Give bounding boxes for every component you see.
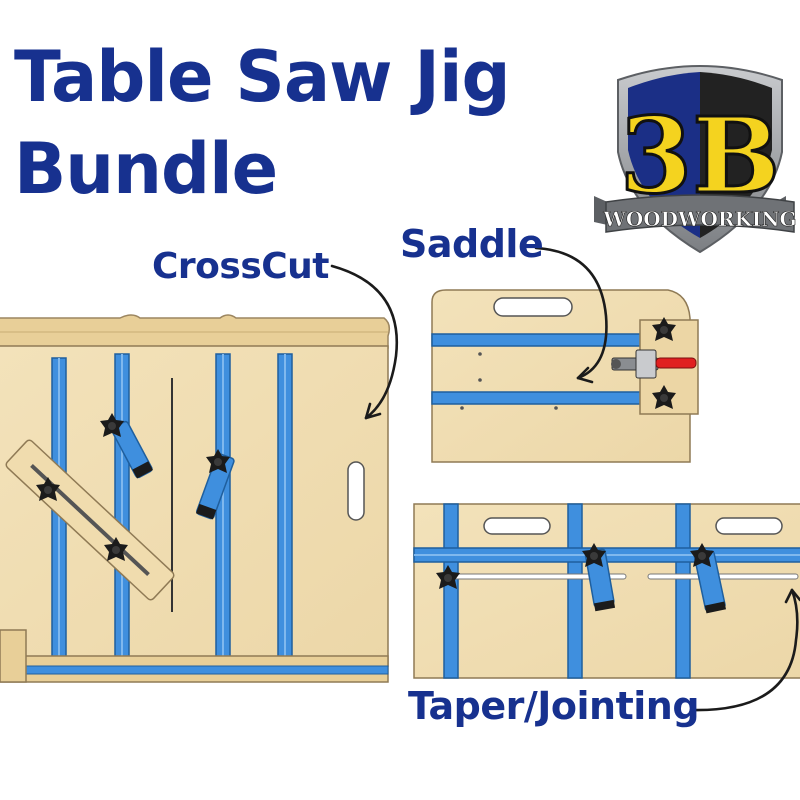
arrow-icon: [534, 246, 608, 380]
arrow-icon: [690, 588, 799, 712]
arrows: [330, 246, 800, 712]
crosscut-stop-block: [0, 629, 27, 683]
saddle-base: [431, 289, 691, 463]
label-taper-jointing: Taper/Jointing: [408, 684, 700, 728]
taper-jig: [413, 503, 800, 679]
arrow-icon: [330, 264, 399, 420]
crosscut-clamp-left[interactable]: [111, 420, 153, 479]
saddle-handle-slot: [493, 297, 573, 317]
toggle-clamp-icon[interactable]: [611, 349, 697, 379]
arrow-icon: [364, 402, 382, 420]
crosscut-handle-slot: [347, 461, 365, 521]
arrow-icon: [576, 366, 594, 384]
title-line-2: Bundle: [14, 128, 278, 210]
logo-banner-text: WOODWORKING: [602, 207, 796, 231]
title-line-1: Table Saw Jig: [14, 36, 511, 118]
crosscut-sled: [0, 314, 391, 683]
logo: 3B WOODWORKING: [594, 65, 797, 254]
label-crosscut: CrossCut: [152, 246, 330, 287]
label-saddle: Saddle: [400, 222, 544, 266]
arrow-icon: [784, 588, 800, 604]
saddle-jig: [431, 289, 699, 463]
